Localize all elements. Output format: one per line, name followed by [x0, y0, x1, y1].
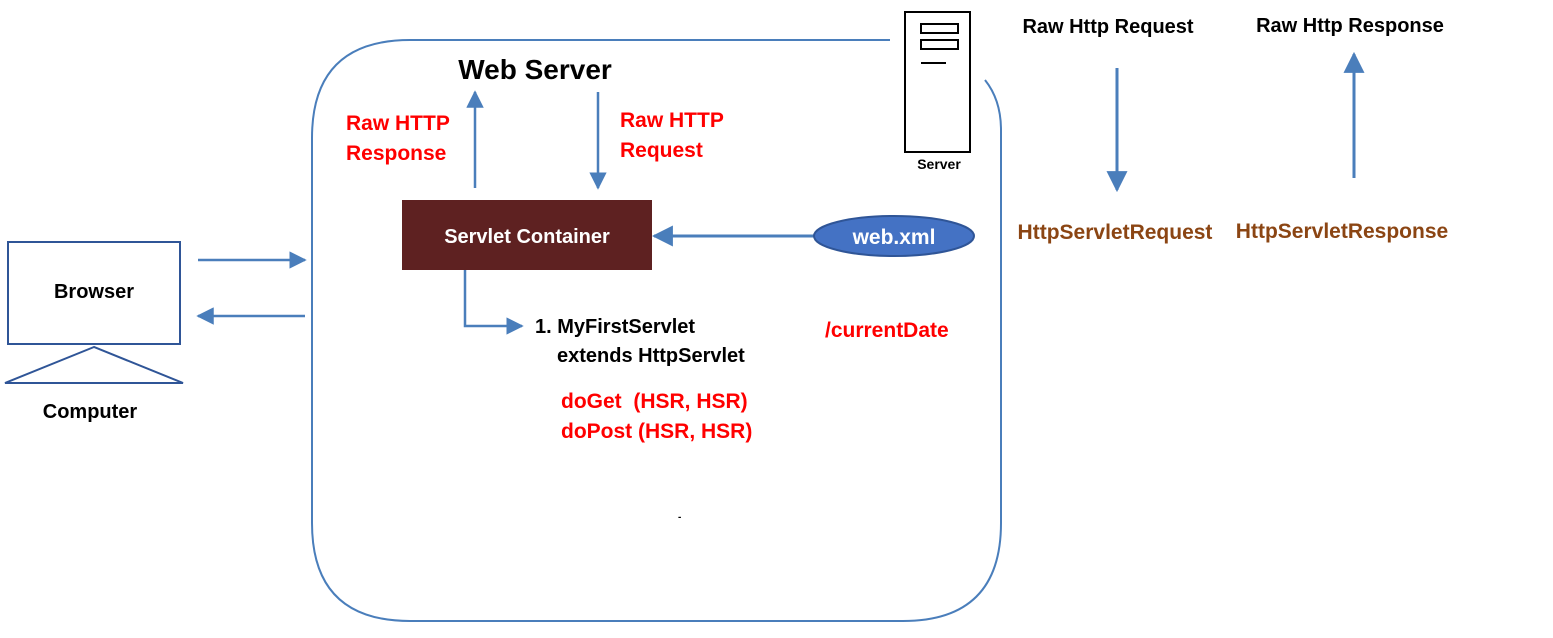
- stray-dash: -: [678, 512, 681, 523]
- raw-http-response-title: Raw Http Response: [1256, 15, 1444, 37]
- server-drive-bay-2: [920, 39, 959, 50]
- webxml-label: web.xml: [852, 226, 936, 249]
- browser-label: Browser: [54, 281, 134, 303]
- servlet-class-line2: extends HttpServlet: [557, 345, 745, 367]
- url-pattern-label: /currentDate: [825, 319, 949, 342]
- computer-label: Computer: [43, 401, 138, 423]
- server-tower-icon: [904, 11, 971, 153]
- doget-method: doGet (HSR, HSR): [561, 390, 748, 413]
- container-to-servlet-arrow: [463, 270, 524, 335]
- dopost-method: doPost (HSR, HSR): [561, 420, 752, 443]
- servlet-class-line1: 1. MyFirstServlet: [535, 316, 695, 338]
- raw-http-request-label-2: Request: [620, 139, 703, 162]
- servlet-container-label: Servlet Container: [444, 226, 610, 248]
- web-server-boundary: [311, 39, 1002, 622]
- http-servlet-response-label: HttpServletResponse: [1236, 220, 1448, 243]
- http-servlet-request-label: HttpServletRequest: [1018, 221, 1213, 244]
- browser-monitor: [7, 241, 181, 345]
- web-server-title: Web Server: [458, 54, 612, 85]
- raw-http-response-label-2: Response: [346, 142, 446, 165]
- raw-http-request-label: Raw HTTP: [620, 109, 724, 132]
- computer-stand-icon: [4, 345, 184, 384]
- servlet-container-box: [402, 200, 652, 270]
- webxml-ellipse: [813, 215, 975, 257]
- server-drive-bay-1: [920, 23, 959, 34]
- raw-http-request-title: Raw Http Request: [1022, 16, 1193, 38]
- server-label: Server: [917, 156, 961, 172]
- raw-http-response-label: Raw HTTP: [346, 112, 450, 135]
